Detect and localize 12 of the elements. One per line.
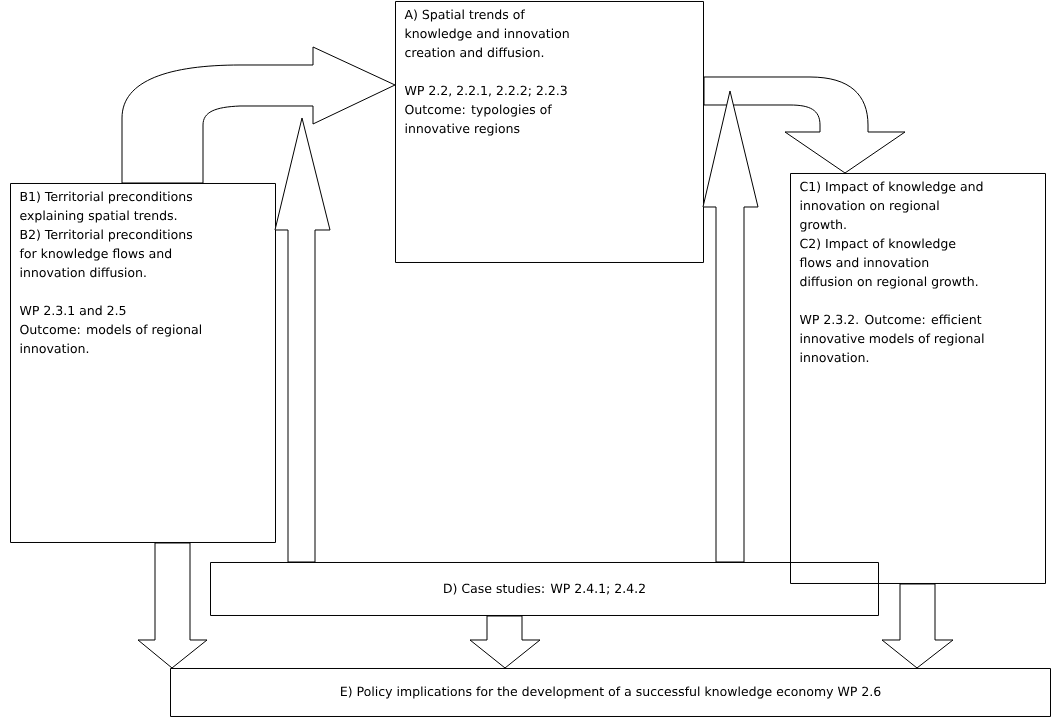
text-box: D) Case studies: WP 2.4.1; 2.4.2 (210, 562, 879, 616)
text-box: A) Spatial trends of knowledge and innovation creation and diffusion. WP 2.2, 2.2.1, 2.2.2; 2.2.3 Outcome: typologies of innovative regions (395, 1, 704, 263)
block-arrow (702, 90, 759, 563)
block-arrow (137, 542, 208, 669)
text-box: E) Policy implications for the development of a successful knowledge economy WP 2.6 (170, 668, 1051, 717)
block-arrow (469, 615, 541, 669)
block-arrow (703, 76, 906, 174)
block-arrow (121, 46, 396, 184)
text-box: B1) Territorial preconditions explaining spatial trends. B2) Territorial preconditions for knowledge flows and innovation diffusion. WP 2.3.1 and 2.5 Outcome: models of regional innovation. (10, 183, 276, 543)
text-box: C1) Impact of knowledge and innovation on regional growth. C2) Impact of knowledge flows and innovation diffusion on regional growth. WP 2.3.2. Outcome: efficient innovative models of regional innovation. (790, 173, 1046, 584)
block-arrow (881, 583, 954, 669)
block-arrow (274, 117, 331, 563)
